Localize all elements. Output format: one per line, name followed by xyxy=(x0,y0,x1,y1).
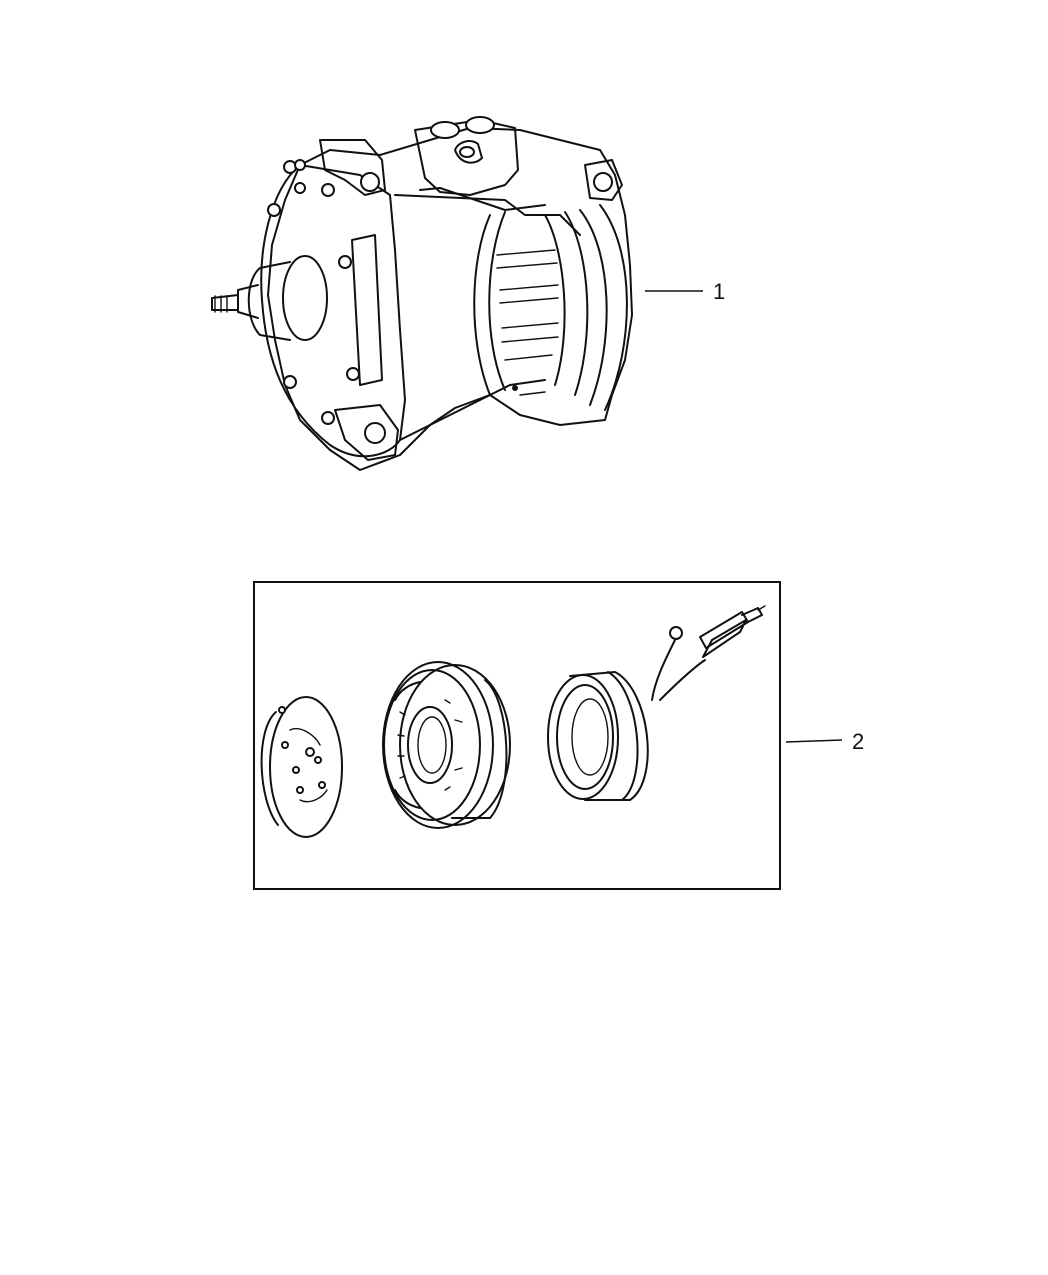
clutch-hub-plate-icon xyxy=(260,696,343,838)
callout-2-number: 2 xyxy=(852,729,864,754)
clutch-pulley-icon xyxy=(382,661,511,829)
clutch-kit-frame xyxy=(253,581,781,890)
callout-1-number: 1 xyxy=(713,279,725,304)
ac-compressor-icon[interactable] xyxy=(211,116,633,471)
callout-2-leader xyxy=(785,739,843,743)
clutch-field-coil-icon xyxy=(547,605,766,801)
compressor-clutch-kit-icon[interactable] xyxy=(260,605,766,838)
